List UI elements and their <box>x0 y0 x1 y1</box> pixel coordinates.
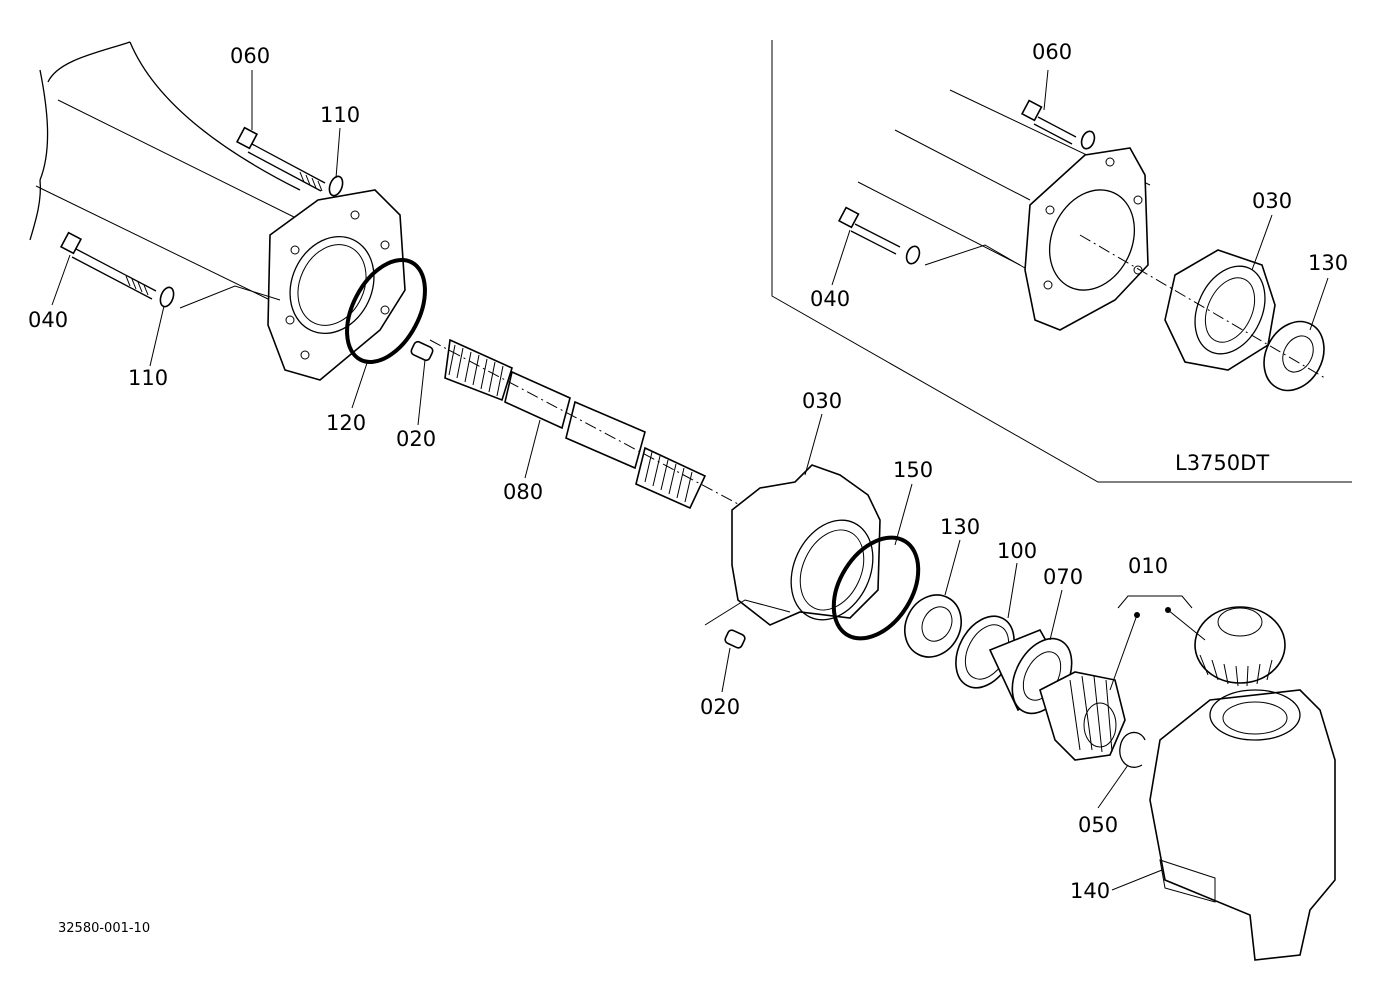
washer-110-upper <box>328 175 344 197</box>
leader-lines <box>51 69 1329 891</box>
callout-060-inset: 060 <box>1032 40 1072 64</box>
callout-150: 150 <box>893 458 933 482</box>
callout-040-inset: 040 <box>810 287 850 311</box>
washer-110-lower <box>159 286 175 308</box>
inset-bearing-130 <box>1079 234 1326 392</box>
reference-code: 32580-001-10 <box>58 921 150 936</box>
callout-130-main: 130 <box>940 515 980 539</box>
o-ring-150 <box>831 535 921 641</box>
gear-case-140 <box>1149 689 1336 961</box>
callout-100: 100 <box>997 539 1037 563</box>
callout-030-main: 030 <box>802 389 842 413</box>
bevel-gear-crown <box>1194 606 1286 687</box>
inset-bolt-040 <box>837 206 1026 269</box>
callout-050: 050 <box>1078 813 1118 837</box>
callout-labels: 060 110 040 110 120 020 080 030 150 020 … <box>28 40 1348 903</box>
variant-inset-frame <box>771 40 1352 483</box>
bolt-060 <box>235 126 326 192</box>
variant-label: L3750DT <box>1175 451 1269 475</box>
callout-040-main: 040 <box>28 308 68 332</box>
inset-flange-plate <box>857 89 1151 331</box>
o-ring-120 <box>345 258 427 364</box>
callout-120: 120 <box>326 411 366 435</box>
callout-010: 010 <box>1128 554 1168 578</box>
inset-bolt-060 <box>1020 99 1096 150</box>
callout-130-inset: 130 <box>1308 251 1348 275</box>
bolt-040 <box>59 231 157 300</box>
axle-shaft-080 <box>429 338 741 510</box>
callout-110-main-lower: 110 <box>128 366 168 390</box>
pin-020-upper <box>410 340 434 362</box>
gear-set-bracket <box>1109 595 1206 691</box>
callout-080: 080 <box>503 480 543 504</box>
callout-020-upper: 020 <box>396 427 436 451</box>
callout-060-main: 060 <box>230 44 270 68</box>
callout-030-inset: 030 <box>1252 189 1292 213</box>
axle-housing <box>29 41 301 301</box>
circlip-050 <box>1119 731 1146 768</box>
flange-plate <box>267 189 406 381</box>
bevel-gear-pinion <box>1039 671 1126 761</box>
callout-140: 140 <box>1070 879 1110 903</box>
callout-020-lower: 020 <box>700 695 740 719</box>
inset-carrier-030 <box>1164 249 1276 371</box>
bearing-130 <box>904 594 962 658</box>
callout-070: 070 <box>1043 565 1083 589</box>
carrier-hub-030 <box>704 464 881 626</box>
pin-020-lower <box>724 629 746 649</box>
callout-110-main-upper: 110 <box>320 103 360 127</box>
